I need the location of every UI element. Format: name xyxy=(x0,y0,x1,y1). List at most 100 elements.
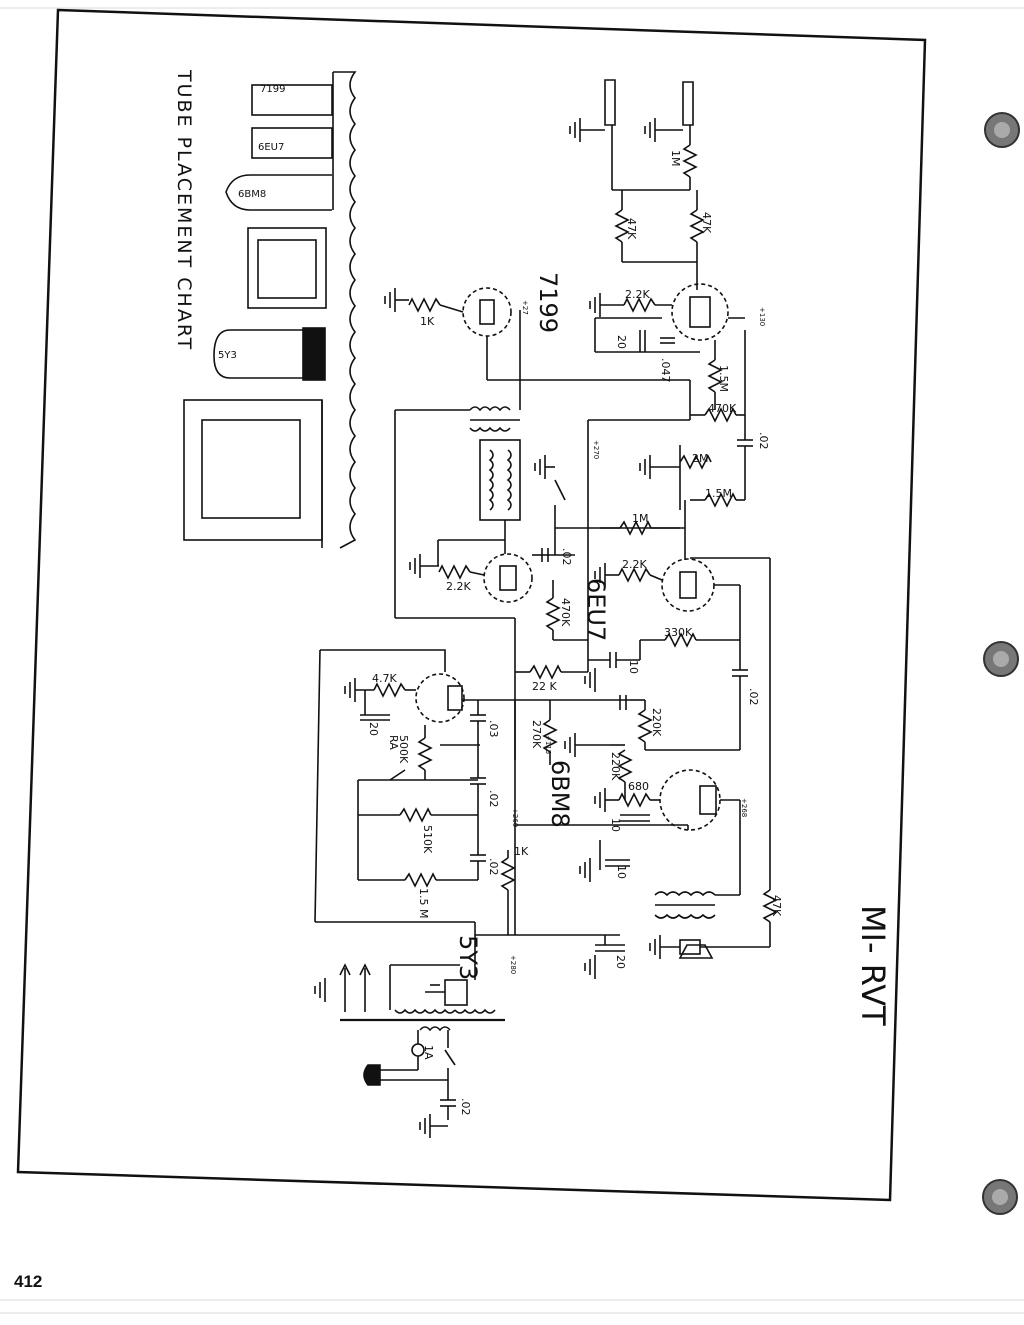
label-c-10-c: 10 xyxy=(615,865,628,879)
schematic-labels: TUBE PLACEMENT CHART 7199 6EU7 6BM8 5Y3 … xyxy=(173,69,892,1116)
resistor-2-2k-a xyxy=(623,297,656,313)
label-r-47k-b: 47K xyxy=(700,212,713,234)
potentiometer-500k[interactable] xyxy=(417,737,433,771)
ground-symbol xyxy=(594,788,606,812)
reverb-spring-a xyxy=(488,449,494,511)
label-r-47k-a: 47K xyxy=(625,218,638,240)
resistor-47k-b xyxy=(689,209,705,243)
resistor-220k-a xyxy=(637,709,653,743)
tube-6bm8-pentode xyxy=(659,769,721,831)
label-r-1-5m-c: 1.5 M xyxy=(417,888,430,918)
ground-symbol xyxy=(579,858,591,882)
tube-6bm8-power-stage xyxy=(515,695,778,959)
rectifier-block xyxy=(302,327,326,381)
ground-symbol xyxy=(419,1114,431,1138)
resistor-22k xyxy=(529,664,562,680)
label-c-20-a: 20 xyxy=(615,335,628,349)
power-transformer-secondary-b xyxy=(454,1008,496,1014)
tube-6eu7-stage xyxy=(409,445,771,750)
output-transformer-primary xyxy=(654,891,716,897)
label-r-220k-a: 220K xyxy=(650,708,663,737)
resistor-4-7k xyxy=(373,682,406,698)
ground-symbol xyxy=(314,978,326,1002)
label-r-4-7k: 4.7K xyxy=(372,672,397,685)
arrow-up-icon xyxy=(359,963,371,976)
chart-tube-6bm8: 6BM8 xyxy=(238,189,266,200)
tube-label-6eu7: 6EU7 xyxy=(582,578,610,641)
label-c-02-e: .02 xyxy=(487,858,500,876)
label-c-10-b: 10 xyxy=(609,818,622,832)
voltage-27: +27 xyxy=(521,300,529,315)
tube-label-6bm8: 6BM8 xyxy=(546,760,574,828)
output-transformer-secondary xyxy=(654,913,716,919)
label-c-02-a: .02 xyxy=(757,432,770,450)
resistor-1k-cathode xyxy=(408,297,441,313)
ground-symbol xyxy=(569,118,581,142)
paper-ruling xyxy=(0,7,1024,1314)
input-section xyxy=(569,79,705,290)
transformer-winding-a xyxy=(469,406,511,412)
label-fuse-1a: 1A xyxy=(422,1045,435,1060)
binder-holes xyxy=(982,112,1020,1215)
tube-label-7199: 7199 xyxy=(534,272,562,333)
label-r-220k-b: 220K xyxy=(609,752,622,781)
tube-7199-pentode xyxy=(671,283,729,341)
voltage-280: +280 xyxy=(509,955,517,974)
resistor-330k xyxy=(664,632,697,648)
voltage-260: +260 xyxy=(511,808,519,827)
tube-placement-chart xyxy=(183,71,357,549)
tube-6eu7-b xyxy=(661,558,715,612)
label-r-2-2k-c: 2.2K xyxy=(446,580,471,593)
tube-socket-6eu7 xyxy=(251,127,333,159)
arrow-up-icon xyxy=(339,963,351,976)
voltage-115: +115 xyxy=(544,735,552,754)
label-r-22k: 22 K xyxy=(532,680,557,693)
ground-symbol xyxy=(639,455,651,479)
binder-hole-middle-center xyxy=(993,651,1009,667)
tone-section xyxy=(314,640,596,923)
ground-symbol xyxy=(584,668,596,692)
input-jack-2 xyxy=(682,81,694,126)
label-c-02-b: .02 xyxy=(560,548,573,566)
transformer-winding-b xyxy=(469,426,511,432)
model-title: MI- RVT xyxy=(854,905,892,1026)
chart-tube-7199: 7199 xyxy=(260,84,285,95)
potentiometer-2m[interactable] xyxy=(679,454,712,470)
label-r-1m-mid: 1M xyxy=(632,512,649,525)
label-r-330k: 330K xyxy=(664,626,693,639)
resistor-47k-a xyxy=(614,209,630,243)
tube-socket-6bm8 xyxy=(225,174,332,211)
label-r-2-2k-a: 2.2K xyxy=(625,288,650,301)
ground-symbol xyxy=(564,733,576,757)
bright-switch[interactable] xyxy=(389,769,406,781)
reverb-switch[interactable] xyxy=(554,479,566,501)
voltage-130: +130 xyxy=(758,307,766,326)
resistor-680 xyxy=(618,792,651,808)
resistor-2-2k-c xyxy=(618,567,651,583)
resistor-1m-mid xyxy=(619,520,652,536)
resistor-510k xyxy=(399,807,432,823)
schematic-drawing xyxy=(183,71,778,1138)
voltage-268: +268 xyxy=(740,798,748,817)
binder-hole-bottom-center xyxy=(992,1189,1008,1205)
resistor-1-5m-b xyxy=(704,492,737,508)
ground-symbol xyxy=(344,678,356,702)
tube-socket-5y3 xyxy=(213,329,310,379)
label-r-510k: 510K xyxy=(421,825,434,854)
label-c-20-c: 20 xyxy=(614,955,627,969)
power-switch[interactable] xyxy=(444,1049,456,1066)
label-c-02-d: .02 xyxy=(487,790,500,808)
ground-symbol xyxy=(384,288,396,312)
label-c-02-c: .02 xyxy=(747,688,760,706)
binder-hole-top-center xyxy=(994,122,1010,138)
chart-tube-5y3: 5Y3 xyxy=(218,350,237,361)
label-pot-ra: RA xyxy=(387,735,400,750)
power-plug-icon xyxy=(363,1064,381,1086)
label-r-1m-top: 1M xyxy=(669,150,682,167)
tube-7199-stage xyxy=(384,283,753,470)
transformer-outline xyxy=(247,227,327,309)
label-c-02-line: .02 xyxy=(459,1098,472,1116)
reverb-tank xyxy=(479,439,521,521)
label-r-2-2k-b: 2.2K xyxy=(622,558,647,571)
